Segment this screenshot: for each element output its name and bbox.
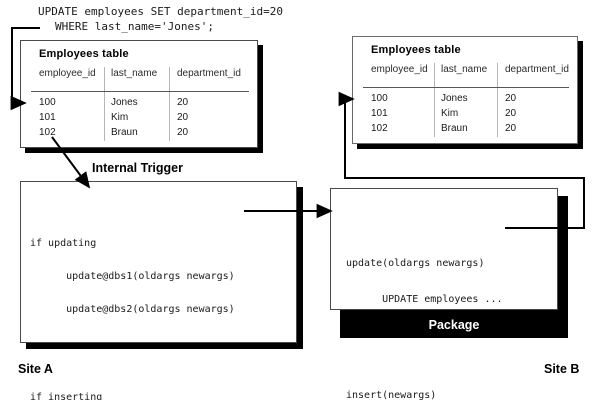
trigger-code: if updating update@dbs1(oldargs newargs)… — [30, 194, 235, 400]
cell-employee-id: 100 — [39, 97, 56, 108]
employees-table-site-b: Employees table employee_id last_name de… — [352, 36, 578, 144]
column-header-employee-id: employee_id — [39, 68, 96, 79]
code-line: if inserting — [30, 392, 103, 400]
cell-last-name: Jones — [111, 97, 138, 108]
column-divider — [104, 67, 105, 141]
site-a-label: Site A — [18, 362, 53, 376]
cell-employee-id: 100 — [371, 93, 388, 104]
site-b-label: Site B — [544, 362, 580, 376]
cell-employee-id: 102 — [371, 123, 388, 134]
column-header-department-id: department_id — [177, 68, 241, 79]
column-header-employee-id: employee_id — [371, 64, 428, 75]
sql-statement-line-1: UPDATE employees SET department_id=20 — [38, 5, 284, 18]
internal-trigger-label: Internal Trigger — [92, 161, 183, 175]
column-header-last-name: last_name — [441, 64, 488, 75]
cell-employee-id: 101 — [39, 112, 56, 123]
column-divider — [169, 67, 170, 141]
cell-department-id: 20 — [177, 112, 189, 123]
table-title: Employees table — [39, 48, 129, 60]
header-rule — [363, 87, 569, 88]
column-header-last-name: last_name — [111, 68, 158, 79]
package-label: Package — [340, 311, 568, 338]
column-header-department-id: department_id — [505, 64, 569, 75]
column-divider — [497, 63, 498, 137]
internal-trigger-box — [20, 181, 297, 343]
cell-employee-id: 102 — [39, 127, 56, 138]
sql-statement-line-2: WHERE last_name='Jones'; — [55, 20, 214, 33]
cell-employee-id: 101 — [371, 108, 388, 119]
cell-last-name: Braun — [441, 123, 468, 134]
cell-last-name: Braun — [111, 127, 138, 138]
cell-department-id: 20 — [177, 97, 189, 108]
cell-last-name: Kim — [111, 112, 129, 123]
cell-last-name: Kim — [441, 108, 459, 119]
code-line: update(oldargs newargs) — [346, 258, 485, 269]
employees-table-site-a: Employees table employee_id last_name de… — [20, 40, 258, 148]
cell-department-id: 20 — [505, 108, 517, 119]
header-rule — [31, 91, 249, 92]
cell-department-id: 20 — [505, 93, 517, 104]
code-line: UPDATE employees ... — [346, 294, 503, 305]
table-title: Employees table — [371, 44, 461, 56]
column-divider — [434, 63, 435, 137]
code-line: if updating — [30, 238, 97, 249]
code-line: update@dbs1(oldargs newargs) — [30, 271, 235, 282]
code-line: insert(newargs) — [346, 390, 437, 400]
cell-department-id: 20 — [177, 127, 189, 138]
code-line: update@dbs2(oldargs newargs) — [30, 304, 235, 315]
cell-last-name: Jones — [441, 93, 468, 104]
cell-department-id: 20 — [505, 123, 517, 134]
package-code: update(oldargs newargs) UPDATE employees… — [346, 210, 533, 400]
